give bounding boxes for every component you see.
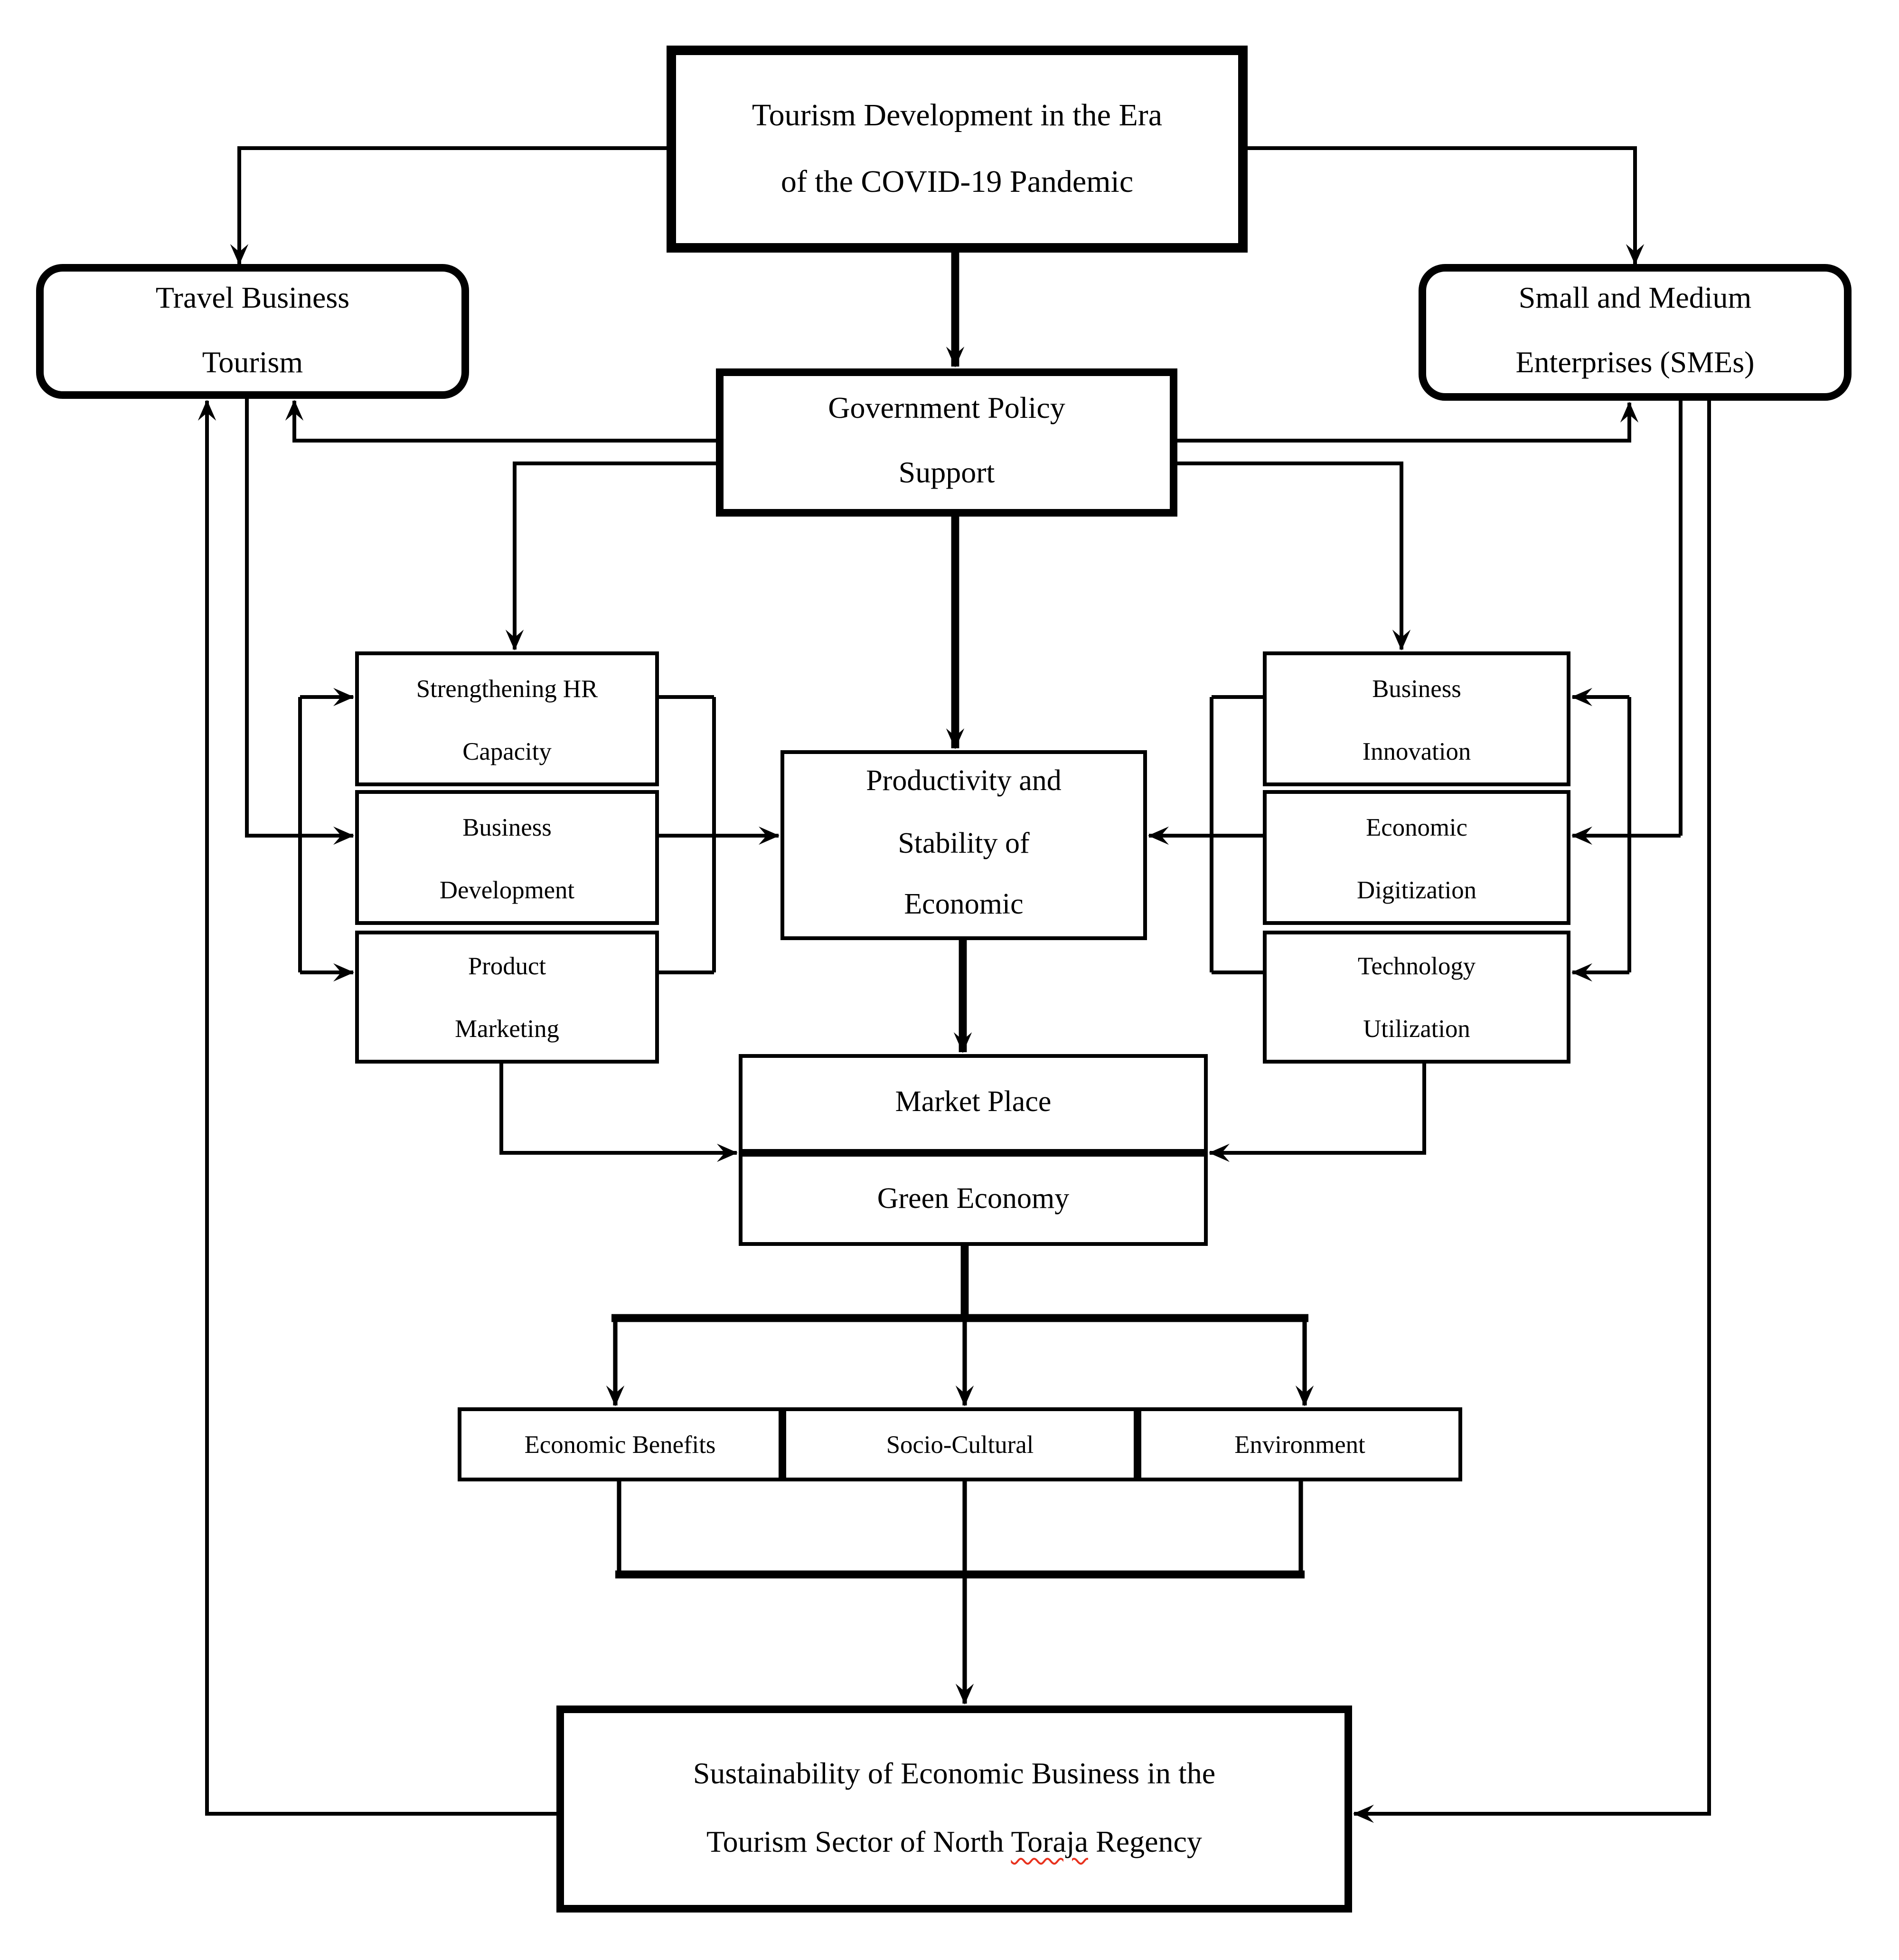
node-product-marketing: Product Marketing — [355, 931, 659, 1064]
node-business-innovation: Business Innovation — [1263, 651, 1570, 786]
node-label: Small and Medium Enterprises (SMEs) — [1515, 283, 1755, 380]
node-label: Technology Utilization — [1357, 952, 1476, 1043]
node-label: Sustainability of Economic Business in t… — [674, 1742, 1234, 1876]
node-tourism-development: Tourism Development in the Era of the CO… — [667, 46, 1248, 253]
node-sustainability: Sustainability of Economic Business in t… — [556, 1706, 1352, 1913]
node-business-development: Business Development — [355, 790, 659, 925]
node-green-economy: Green Economy — [739, 1153, 1208, 1246]
node-label: Socio-Cultural — [886, 1429, 1034, 1458]
node-economic-digitization: Economic Digitization — [1263, 790, 1570, 925]
node-productivity-stability: Productivity and Stability of Economic — [780, 750, 1147, 940]
node-environment: Environment — [1138, 1407, 1462, 1481]
arrow-tourism-to-smes — [1248, 146, 1645, 265]
arrow-policy-to-innovation — [1177, 462, 1411, 650]
arrow-tourism-to-travel — [230, 146, 667, 265]
arrow-marketing-to-marketplace — [499, 1064, 738, 1162]
arrow-travel-to-businessdev — [245, 399, 354, 845]
node-smes: Small and Medium Enterprises (SMEs) — [1419, 264, 1852, 401]
sustainability-text-part2: Regency — [1096, 1826, 1202, 1858]
node-label: Travel Business Tourism — [155, 283, 350, 379]
arrow-smes-to-sustainability — [1353, 401, 1711, 1823]
node-socio-cultural: Socio-Cultural — [782, 1407, 1138, 1481]
node-label: Market Place — [895, 1086, 1052, 1119]
node-government-policy-support: Government Policy Support — [716, 368, 1177, 517]
node-label: Business Development — [439, 812, 575, 903]
arrow-policy-to-smes — [1177, 402, 1639, 443]
node-label: Tourism Development in the Era of the CO… — [752, 96, 1163, 198]
node-label: Business Innovation — [1362, 673, 1471, 764]
sustainability-text-part1: Sustainability of Economic Business in t… — [693, 1759, 1216, 1858]
node-label: Productivity and Stability of Economic — [866, 765, 1062, 922]
node-label: Product Marketing — [455, 952, 559, 1043]
arrow-technology-to-marketplace — [1209, 1064, 1426, 1162]
node-label: Economic Benefits — [524, 1429, 716, 1458]
node-label: Economic Digitization — [1357, 812, 1476, 903]
node-technology-utilization: Technology Utilization — [1263, 931, 1570, 1064]
node-label: Environment — [1234, 1429, 1365, 1458]
node-market-place: Market Place — [739, 1054, 1208, 1153]
node-strengthening-hr-capacity: Strengthening HR Capacity — [355, 651, 659, 786]
node-economic-benefits: Economic Benefits — [458, 1407, 782, 1481]
sustainability-misspelled-word: Toraja — [1011, 1826, 1088, 1858]
node-label: Green Economy — [877, 1182, 1070, 1215]
arrow-policy-to-hr — [505, 462, 716, 650]
arrow-sustainability-to-travel — [197, 400, 556, 1816]
node-travel-business-tourism: Travel Business Tourism — [36, 264, 469, 399]
arrow-policy-to-travel — [285, 400, 716, 443]
node-label: Strengthening HR Capacity — [416, 673, 598, 764]
node-label: Government Policy Support — [828, 394, 1065, 490]
